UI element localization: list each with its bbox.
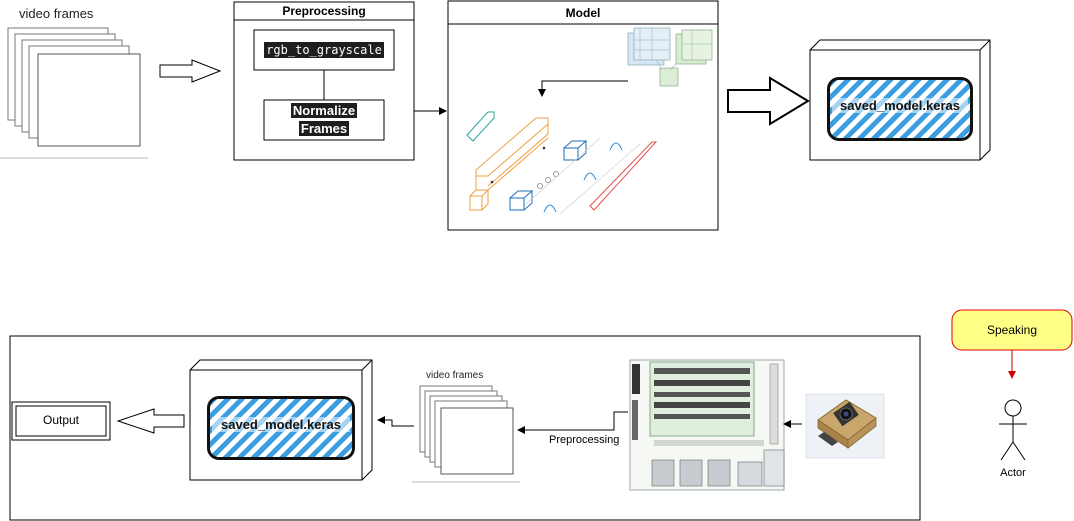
output-label: Output <box>42 413 80 427</box>
saved-model-file-top-label: saved_model.keras <box>832 98 968 113</box>
top-frames-label: video frames <box>19 6 94 21</box>
step-rgb-to-grayscale: rgb_to_grayscale <box>254 41 394 59</box>
output-box <box>11 401 111 441</box>
step-normalize-line2: Frames <box>298 121 350 136</box>
deployment-container <box>9 335 921 521</box>
model-network-sketch <box>466 111 658 215</box>
speaking-label: Speaking <box>986 323 1038 337</box>
arrow-saved-to-output <box>116 408 185 434</box>
video-frames-stack-bottom <box>412 385 520 483</box>
actor-label: Actor <box>1000 467 1026 479</box>
saved-model-file-top: saved_model.keras <box>827 77 973 141</box>
saved-model-file-bottom: saved_model.keras <box>207 396 355 460</box>
arrow-frames-to-preprocessing <box>159 59 222 83</box>
video-frames-stack-top <box>0 27 148 159</box>
camera-module-icon <box>805 393 885 459</box>
arrow-model-to-saved <box>727 76 810 126</box>
bottom-preprocessing-label: Preprocessing <box>548 434 621 446</box>
preprocessing-title: Preprocessing <box>282 4 366 18</box>
model-box <box>447 0 719 231</box>
saved-model-file-bottom-label: saved_model.keras <box>212 417 350 432</box>
model-cube-grid-icon <box>627 27 713 87</box>
actor-icon <box>999 399 1027 461</box>
edge-device-board <box>629 359 785 491</box>
step-normalize-line1: Normalize <box>290 103 358 118</box>
bottom-frames-label: video frames <box>426 370 484 381</box>
model-title: Model <box>565 6 601 20</box>
step-rgb-to-grayscale-text: rgb_to_grayscale <box>264 42 384 58</box>
step-normalize-frames: Normalize Frames <box>264 102 384 138</box>
